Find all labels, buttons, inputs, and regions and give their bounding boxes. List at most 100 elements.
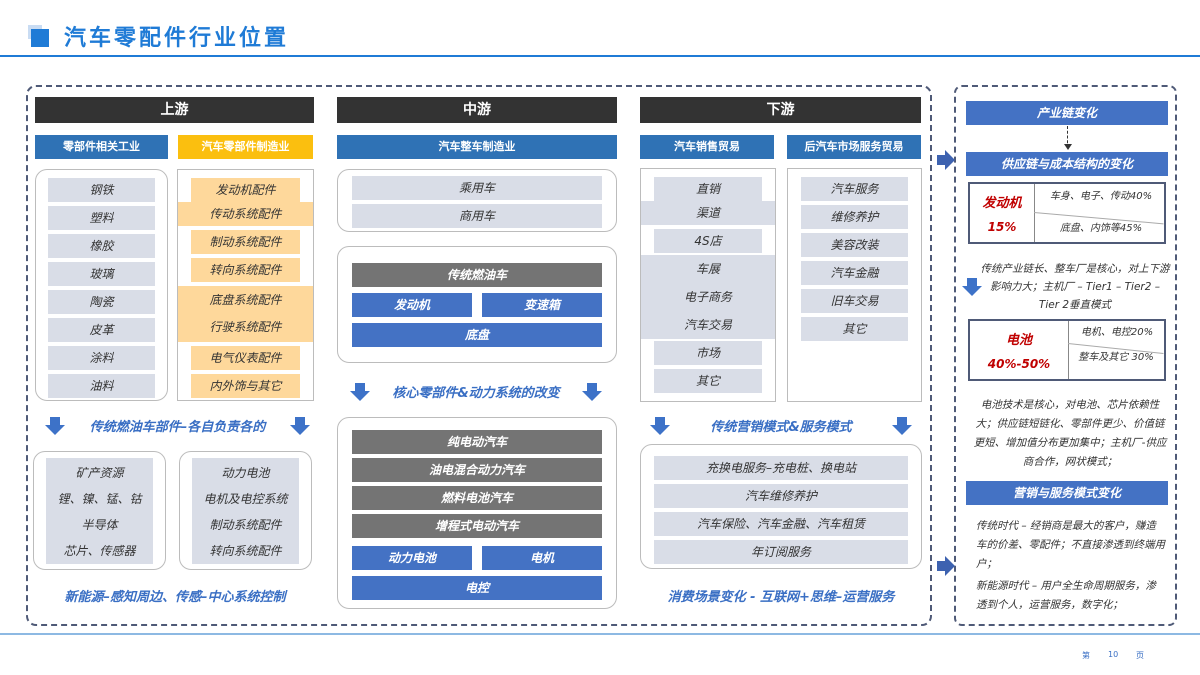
- upstream-new-energy-note: 新能源–感知周边、传感–中心系统控制: [64, 590, 286, 605]
- supply-chain-change-header: 供应链与成本结构的变化: [966, 152, 1168, 176]
- battery-label: 电池: [1005, 333, 1032, 348]
- list-item: 传动系统配件: [178, 202, 313, 226]
- related-industry-header: 零部件相关工业: [35, 135, 168, 159]
- related-industry-list: 钢铁 塑料 橡胶 玻璃 陶瓷 皮革 涂料 油料: [35, 169, 168, 401]
- parts-manufacturing-list: 发动机配件 传动系统配件 制动系统配件 转向系统配件 底盘系统配件 行驶系统配件…: [177, 169, 314, 401]
- footer-divider: [0, 633, 1200, 635]
- right-arrow-icon: [937, 556, 955, 576]
- list-item: 美容改装: [801, 233, 908, 257]
- list-item: 汽车服务: [801, 177, 908, 201]
- list-item: 商用车: [352, 204, 602, 228]
- downstream-header: 下游: [640, 97, 921, 123]
- list-item: 芯片、传感器: [63, 544, 136, 558]
- new-energy-vehicle-box: 纯电动汽车 油电混合动力汽车 燃料电池汽车 增程式电动汽车 动力电池 电机 电控: [337, 417, 617, 609]
- list-item: 内外饰与其它: [191, 374, 300, 398]
- list-item: 充换电服务–充电桩、换电站: [654, 456, 908, 480]
- downstream-new-energy-note: 消费场景变化 - 互联网+思维–运营服务: [667, 590, 895, 605]
- engine-other-b: 底盘、内饰等45%: [1059, 223, 1143, 234]
- new-energy-resources: 矿产资源 锂、镍、锰、钴 半导体 芯片、传感器: [33, 451, 166, 570]
- list-item: 直销: [654, 177, 762, 201]
- down-arrow-icon: [582, 382, 602, 401]
- list-item: 橡胶: [48, 234, 155, 258]
- new-services-box: 充换电服务–充电桩、换电站 汽车维修养护 汽车保险、汽车金融、汽车租赁 年订阅服…: [640, 444, 922, 569]
- list-item: 汽车维修养护: [654, 484, 908, 508]
- right-arrow-icon: [937, 150, 955, 170]
- list-item: 钢铁: [48, 178, 155, 202]
- connector-arrowhead-icon: [1064, 144, 1072, 150]
- list-item: 维修养护: [801, 205, 908, 229]
- list-item: 汽车交易: [641, 311, 775, 339]
- downstream-transition-note: 传统营销模式&服务模式: [650, 416, 912, 435]
- vehicle-type-list: 乘用车 商用车: [337, 169, 617, 232]
- engine-label: 发动机: [982, 196, 1022, 211]
- traditional-vehicle-box: 传统燃油车 发动机 变速箱 底盘: [337, 246, 617, 363]
- page-number: 10: [1108, 650, 1119, 659]
- page-header: 汽车零配件行业位置: [28, 22, 290, 51]
- traditional-era-text: 传统时代 – 经销商是最大的客户，赚造车的价差、零配件；不直接渗透到终端用户；: [976, 520, 1165, 570]
- nev-type: 燃料电池汽车: [352, 486, 602, 510]
- list-item: 旧车交易: [801, 289, 908, 313]
- page-prefix: 第: [1082, 651, 1090, 660]
- sales-trade-header: 汽车销售贸易: [640, 135, 774, 159]
- list-item: 汽车金融: [801, 261, 908, 285]
- change-panel-frame: [954, 85, 1177, 626]
- list-item: 玻璃: [48, 262, 155, 286]
- list-item: 4S店: [654, 229, 762, 253]
- down-arrow-icon: [962, 278, 982, 300]
- list-item: 渠道: [641, 201, 775, 225]
- list-item: 电子商务: [641, 283, 775, 311]
- list-item: 转向系统配件: [191, 258, 300, 282]
- list-item: 油料: [48, 374, 155, 398]
- down-arrow-icon: [289, 416, 310, 435]
- value-chain-frame: [26, 85, 932, 626]
- vehicle-manufacturing-header: 汽车整车制造业: [337, 135, 617, 159]
- traditional-chain-text: 传统产业链长、整车厂是核心，对上下游影响力大；主机厂 – Tier1 – Tie…: [980, 263, 1170, 311]
- page-suffix: 页: [1136, 651, 1144, 660]
- list-item: 半导体: [81, 518, 118, 532]
- list-item: 锂、镍、锰、钴: [57, 492, 142, 506]
- down-arrow-icon: [650, 416, 670, 435]
- list-item: 皮革: [48, 318, 155, 342]
- power-battery-block: 动力电池: [352, 546, 472, 570]
- list-item: 市场: [654, 341, 762, 365]
- midstream-header: 中游: [337, 97, 617, 123]
- upstream-transition-note: 传统燃油车部件–各自负责各的: [45, 416, 310, 435]
- title-square-icon: [28, 25, 50, 47]
- list-item: 乘用车: [352, 176, 602, 200]
- engine-other-a: 车身、电子、传动40%: [1049, 191, 1153, 202]
- list-item: 电气仪表配件: [191, 346, 300, 370]
- nev-type: 油电混合动力汽车: [352, 458, 602, 482]
- page-title: 汽车零配件行业位置: [64, 26, 290, 51]
- gearbox-block: 变速箱: [482, 293, 602, 317]
- nev-type: 增程式电动汽车: [352, 514, 602, 538]
- nev-type: 纯电动汽车: [352, 430, 602, 454]
- electronic-control-block: 电控: [352, 576, 602, 600]
- marketing-service-change-header: 营销与服务模式变化: [966, 481, 1168, 505]
- list-item: 其它: [654, 369, 762, 393]
- list-item: 陶瓷: [48, 290, 155, 314]
- chassis-block: 底盘: [352, 323, 602, 347]
- list-item: 矿产资源: [75, 466, 124, 480]
- industry-chain-change-header: 产业链变化: [966, 101, 1168, 125]
- new-energy-chain-text: 电池技术是核心，对电池、芯片依赖性大；供应链短链化、零部件更少、价值链更短、增加…: [973, 399, 1167, 468]
- list-item: 制动系统配件: [191, 230, 300, 254]
- list-item: 转向系统配件: [209, 544, 282, 558]
- traditional-vehicle-label: 传统燃油车: [352, 263, 602, 287]
- down-arrow-icon: [350, 382, 370, 401]
- list-item: 电机及电控系统: [203, 492, 288, 506]
- list-item: 车展: [641, 255, 775, 283]
- down-arrow-icon: [45, 416, 65, 435]
- new-energy-era-text: 新能源时代 – 用户全生命周期服务，渗透到个人，运营服务，数字化；: [976, 580, 1156, 611]
- list-item: 汽车保险、汽车金融、汽车租赁: [654, 512, 908, 536]
- engine-pct: 15%: [987, 220, 1017, 234]
- connector-line: [1067, 126, 1068, 148]
- list-item: 动力电池: [221, 466, 270, 480]
- engine-block: 发动机: [352, 293, 472, 317]
- aftermarket-header: 后汽车市场服务贸易: [787, 135, 921, 159]
- list-item: 发动机配件: [191, 178, 300, 202]
- header-divider: [0, 55, 1200, 57]
- down-arrow-icon: [892, 416, 912, 435]
- parts-manufacturing-header: 汽车零部件制造业: [178, 135, 313, 159]
- midstream-transition-note: 核心零部件&动力系统的改变: [350, 382, 602, 401]
- aftermarket-list: 汽车服务 维修养护 美容改装 汽车金融 旧车交易 其它: [787, 168, 922, 402]
